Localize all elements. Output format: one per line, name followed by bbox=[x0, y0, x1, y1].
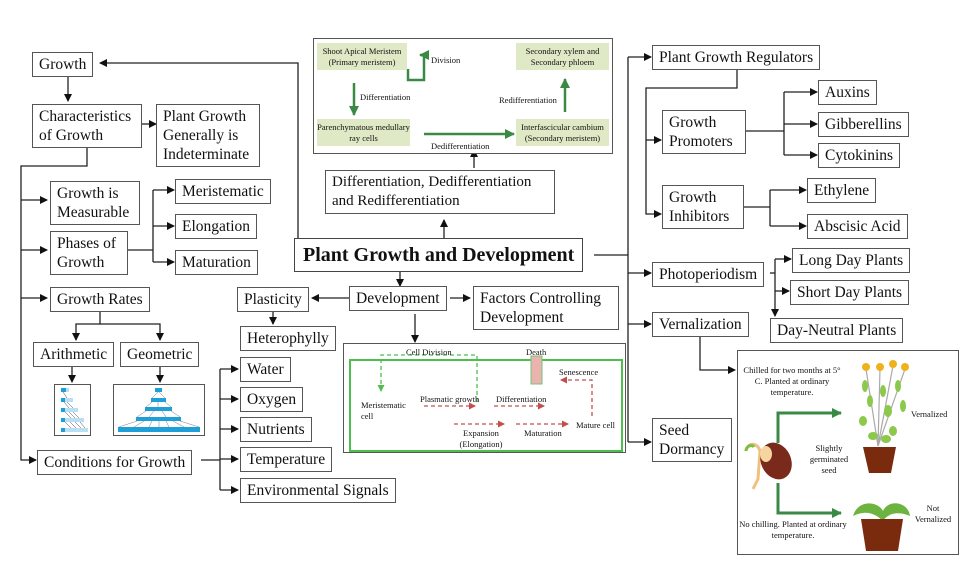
geometric-pyramid-icon bbox=[118, 388, 200, 432]
seed-label: Slightly germinated seed bbox=[809, 443, 849, 475]
no-chilling-label: No chilling. Planted at ordinary tempera… bbox=[739, 519, 847, 540]
short-day-plants-node: Short Day Plants bbox=[790, 280, 910, 305]
not-vernalized-label: Not Vernalized bbox=[914, 503, 952, 524]
plasmatic-growth-label: Plasmatic growth bbox=[420, 394, 480, 404]
condition-oxygen: Oxygen bbox=[240, 387, 304, 412]
redifferentiation-label: Redifferentiation bbox=[499, 95, 557, 105]
flowering-plant-icon bbox=[859, 360, 909, 473]
development-inner-frame bbox=[349, 359, 623, 452]
abscisic-acid-node: Abscisic Acid bbox=[807, 214, 908, 239]
dedifferentiation-label: Dedifferentiation bbox=[431, 141, 490, 151]
vernalized-label: Vernalized bbox=[911, 409, 948, 419]
mature-cell-label: Mature cell bbox=[576, 420, 615, 430]
growth-node: Growth bbox=[32, 52, 94, 77]
photoperiodism-node: Photoperiodism bbox=[652, 262, 765, 287]
vernalization-panel: Chilled for two months at 5° C. Planted … bbox=[737, 350, 959, 555]
vernalization-illustration bbox=[744, 360, 910, 551]
chilled-arrow bbox=[776, 408, 842, 443]
expansion-label: Expansion (Elongation) bbox=[459, 428, 503, 449]
long-day-plants-node: Long Day Plants bbox=[792, 248, 911, 273]
development-arrows bbox=[377, 354, 593, 428]
secondary-xylem-box: Secondary xylem and Secondary phloem bbox=[516, 43, 609, 70]
growth-inhibitors-node: Growth Inhibitors bbox=[662, 185, 744, 229]
indeterminate-node: Plant Growth Generally is Indeterminate bbox=[156, 104, 260, 167]
characteristics-node: Characteristics of Growth bbox=[32, 104, 142, 148]
parenchymatous-box: Parenchymatous medullary ray cells bbox=[317, 119, 410, 146]
death-label: Death bbox=[526, 347, 547, 357]
cytokinins-node: Cytokinins bbox=[818, 143, 901, 168]
division-label: Division bbox=[431, 55, 461, 65]
condition-environmental-signals: Environmental Signals bbox=[240, 478, 396, 503]
arithmetic-bars-icon bbox=[61, 388, 88, 432]
development-panel: Cell Division Death Senescence Meristema… bbox=[343, 343, 626, 453]
senescence-label: Senescence bbox=[559, 367, 599, 377]
differentiation-stage-label: Differentiation bbox=[496, 394, 547, 404]
no-chill-arrow bbox=[776, 483, 842, 518]
factors-controlling-node: Factors Controlling Development bbox=[473, 286, 619, 330]
vernalization-node: Vernalization bbox=[652, 312, 749, 337]
main-title-node: Plant Growth and Development bbox=[294, 238, 584, 272]
gibberellins-node: Gibberellins bbox=[818, 112, 909, 137]
maturation-stage-label: Maturation bbox=[524, 428, 562, 438]
growth-rates-node: Growth Rates bbox=[50, 287, 150, 312]
heterophylly-node: Heterophylly bbox=[240, 326, 336, 351]
seed-icon bbox=[744, 442, 792, 490]
geometric-node: Geometric bbox=[120, 342, 200, 367]
rosette-plant-icon bbox=[853, 503, 910, 551]
seed-dormancy-node: Seed Dormancy bbox=[652, 418, 732, 462]
condition-temperature: Temperature bbox=[240, 447, 333, 472]
arithmetic-growth-graphic bbox=[54, 384, 91, 436]
cell-division-label: Cell Division bbox=[406, 347, 452, 357]
geometric-growth-graphic bbox=[113, 384, 205, 436]
differentiation-panel: Shoot Apical Meristem (Primary meristem)… bbox=[313, 38, 613, 154]
shoot-apical-meristem-box: Shoot Apical Meristem (Primary meristem) bbox=[317, 43, 407, 70]
ethylene-node: Ethylene bbox=[807, 178, 877, 203]
condition-water: Water bbox=[240, 357, 291, 382]
growth-promoters-node: Growth Promoters bbox=[662, 110, 746, 154]
phase-meristematic: Meristematic bbox=[175, 179, 271, 204]
meristematic-cell-label: Meristematic cell bbox=[361, 400, 406, 421]
development-node: Development bbox=[349, 286, 447, 311]
auxins-node: Auxins bbox=[818, 80, 877, 105]
plant-growth-regulators-node: Plant Growth Regulators bbox=[652, 45, 821, 70]
phase-elongation: Elongation bbox=[175, 214, 258, 239]
day-neutral-plants-node: Day-Neutral Plants bbox=[770, 318, 904, 343]
arithmetic-node: Arithmetic bbox=[33, 342, 115, 367]
phase-maturation: Maturation bbox=[175, 250, 258, 275]
condition-nutrients: Nutrients bbox=[240, 417, 312, 442]
measurable-node: Growth is Measurable bbox=[50, 181, 140, 225]
conditions-node: Conditions for Growth bbox=[37, 450, 193, 475]
plasticity-node: Plasticity bbox=[237, 287, 309, 312]
phases-node: Phases of Growth bbox=[50, 231, 128, 275]
chilled-label: Chilled for two months at 5° C. Planted … bbox=[743, 365, 841, 397]
differentiation-arrows bbox=[349, 50, 570, 139]
interfascicular-cambium-box: Interfascicular cambium (Secondary meris… bbox=[516, 119, 609, 146]
main-to-growth-connector bbox=[99, 59, 299, 238]
differentiation-arrow-label: Differentiation bbox=[360, 92, 411, 102]
differentiation-node: Differentiation, Dedifferentiation and R… bbox=[325, 170, 555, 214]
